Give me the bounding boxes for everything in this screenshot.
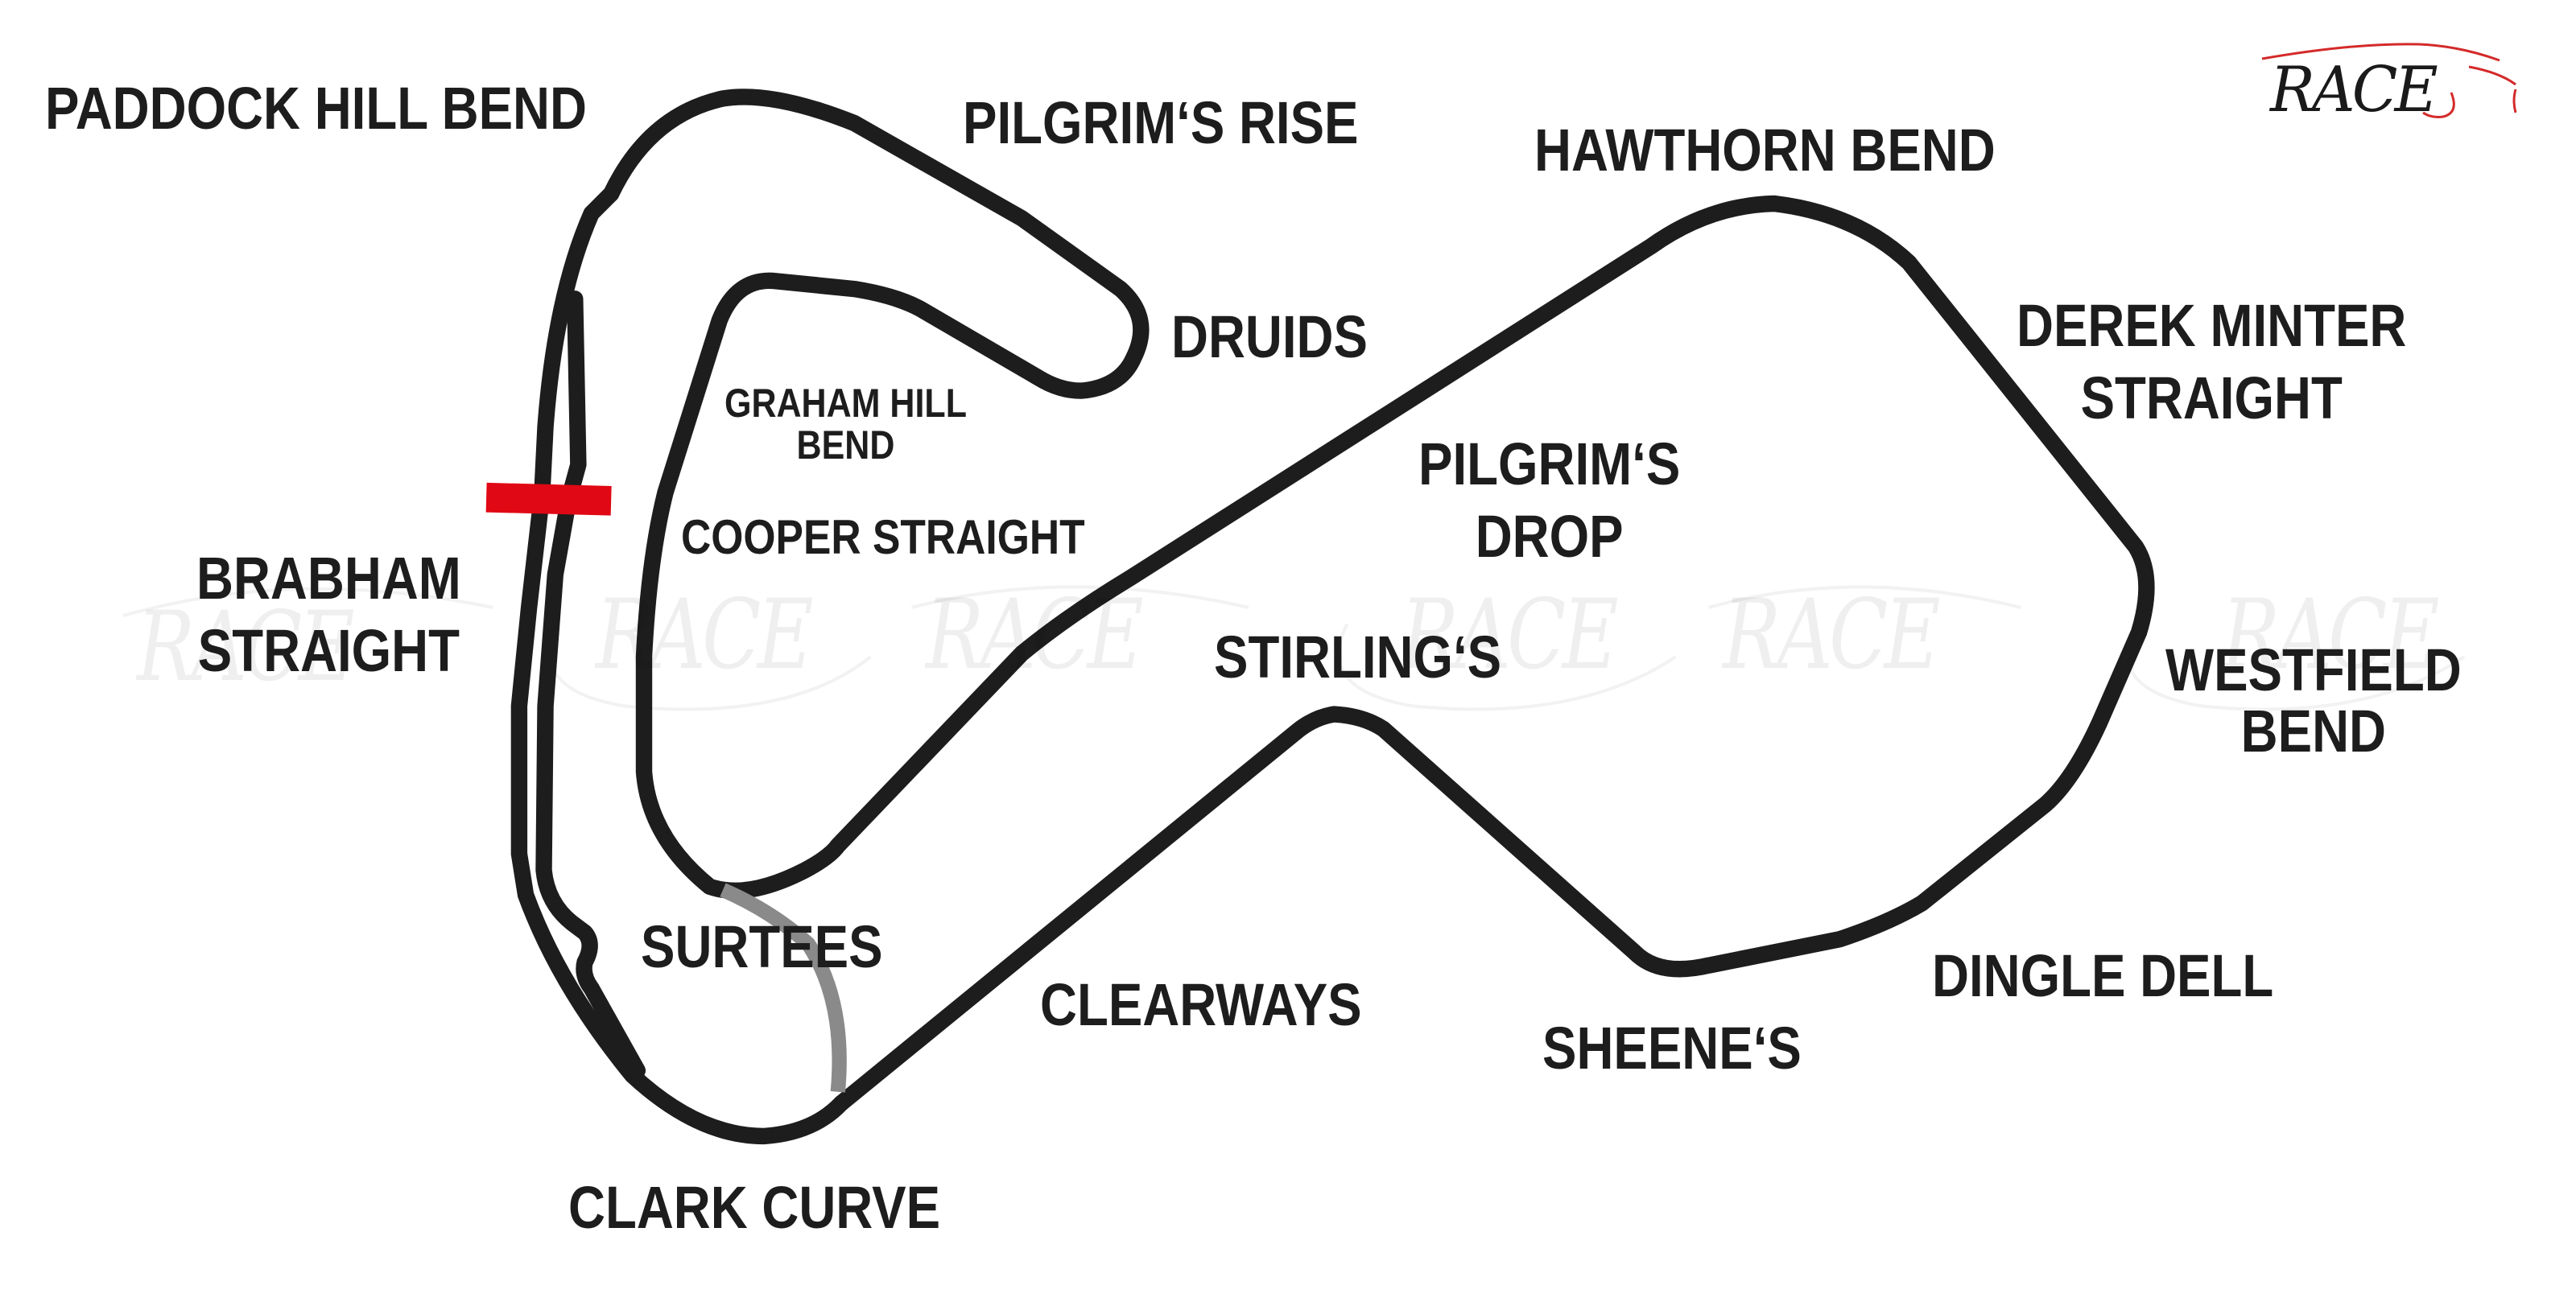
label-cooper-straight: COOPER STRAIGHT	[681, 510, 1085, 564]
label-westfield-bend: WESTFIELD BEND	[2165, 637, 2462, 764]
watermark: RACE	[926, 579, 1144, 691]
label-pilgrims-rise: PILGRIM‘S RISE	[963, 89, 1359, 156]
label-brabham-straight: BRABHAM STRAIGHT	[196, 545, 461, 684]
label-hawthorn-bend: HAWTHORN BEND	[1534, 117, 1996, 183]
race-logo: RACE	[2258, 36, 2524, 133]
watermark: RACE	[1401, 579, 1619, 691]
label-graham-hill-bend: GRAHAM HILL BEND	[724, 381, 967, 468]
track-outline	[510, 89, 2155, 1145]
label-clearways: CLEARWAYS	[1040, 971, 1362, 1038]
label-sheenes: SHEENE‘S	[1542, 1015, 1802, 1082]
label-dingle-dell: DINGLE DELL	[1932, 942, 2274, 1009]
indy-short-link	[720, 883, 847, 1093]
watermark: RACE	[596, 579, 814, 691]
label-stirlings: STIRLING‘S	[1214, 624, 1502, 690]
watermark: RACE	[1723, 579, 1941, 691]
label-clark-curve: CLARK CURVE	[568, 1174, 941, 1241]
watermark: RACE	[137, 591, 355, 703]
car-silhouette-icon	[2261, 43, 2517, 118]
label-surtees: SURTEES	[641, 913, 883, 980]
label-paddock-hill-bend: PADDOCK HILL BEND	[45, 75, 587, 142]
watermark: RACE	[2222, 579, 2440, 691]
start-finish-line	[485, 482, 612, 516]
label-druids: DRUIDS	[1171, 303, 1368, 370]
logo-text: RACE	[2270, 54, 2438, 126]
label-derek-minter-straight: DEREK MINTER STRAIGHT	[2017, 292, 2407, 431]
label-pilgrims-drop: PILGRIM‘S DROP	[1418, 431, 1681, 570]
